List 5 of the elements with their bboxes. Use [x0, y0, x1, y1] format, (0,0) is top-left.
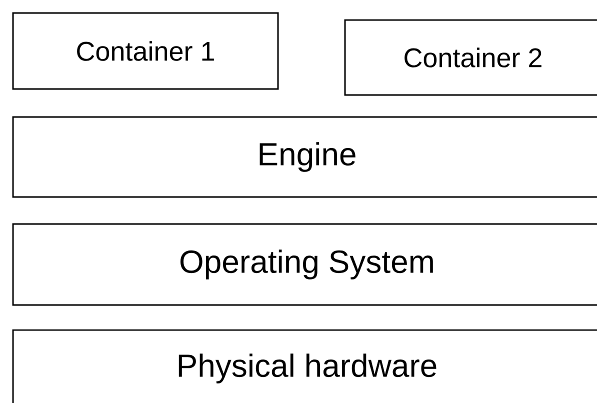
layer-box: Physical hardware — [12, 329, 597, 403]
layer-box: Container 2 — [344, 19, 597, 96]
layer-box: Operating System — [12, 223, 597, 306]
layer-box: Container 1 — [12, 12, 279, 90]
layer-box: Engine — [12, 116, 597, 198]
